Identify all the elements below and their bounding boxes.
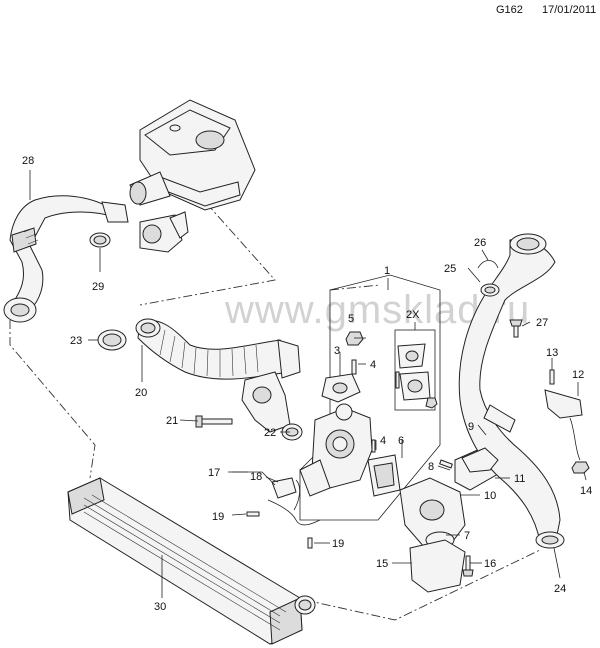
diagram-code: G162 [496,4,523,16]
callout-30: 30 [154,601,166,613]
bracket-12 [544,389,583,461]
callout-5: 5 [348,313,354,325]
hose-20 [135,318,301,380]
callout-26: 26 [474,237,486,249]
callout-23: 23 [70,335,82,347]
clamp-29 [89,232,111,248]
bolt-21 [195,415,233,428]
diagram-date: 17/01/2011 [542,4,597,16]
callout-22: 22 [264,427,276,439]
bolt-19-upper [246,511,260,517]
callout-13: 13 [546,347,558,359]
nut-14 [571,461,590,474]
hose-24 [458,233,565,549]
callout-11: 11 [514,473,525,485]
callout-4-lower: 4 [380,435,386,447]
callout-8: 8 [428,461,434,473]
bolt-27 [509,319,523,338]
callout-2x: 2X [406,309,420,321]
stud-4-lower [371,439,376,453]
callout-6: 6 [398,435,404,447]
callout-28: 28 [22,155,34,167]
elbow-7 [399,477,466,549]
callout-19-lower: 19 [332,538,344,550]
callout-18: 18 [250,471,262,483]
gasket-3 [321,373,361,403]
callout-14: 14 [580,485,592,497]
callout-20: 20 [135,387,147,399]
bolt-16 [462,555,474,577]
callout-19-upper: 19 [212,511,224,523]
callouts: 28 29 23 20 21 22 17 18 19 19 30 1 3 5 4… [22,155,592,613]
leader-lines [29,170,587,598]
clamp-23 [97,329,127,351]
nut-5 [345,331,364,346]
hose-28 [3,195,129,323]
callout-3: 3 [334,345,340,357]
callout-21: 21 [166,415,178,427]
callout-1: 1 [384,265,390,277]
callout-10: 10 [484,490,496,502]
intercooler-30 [67,477,316,645]
routing-lines [9,139,541,621]
callout-9: 9 [468,421,474,433]
clamp-25 [480,283,500,297]
callout-15: 15 [376,558,388,570]
callout-24: 24 [554,583,566,595]
callout-25: 25 [444,263,456,275]
elbow-22 [241,371,303,441]
bolt-13 [549,369,555,385]
bolt-19-lower [307,537,313,549]
pipe-17 [267,477,321,526]
stud-4-upper [351,359,357,375]
air-filter-housing [129,99,256,211]
valve-body [299,403,373,497]
heat-shield-15 [409,539,466,593]
bolt-8 [439,459,453,469]
callout-27: 27 [536,317,548,329]
callout-29: 29 [92,281,104,293]
callout-7: 7 [464,530,470,542]
callout-12: 12 [572,369,584,381]
callout-16: 16 [484,558,496,570]
callout-17: 17 [208,467,220,479]
bracket-11 [461,447,499,473]
callout-4-upper: 4 [370,359,376,371]
clip-26 [477,260,499,269]
throttle-body [139,211,189,253]
gasket-2x [394,329,438,411]
gasket-6 [367,454,401,497]
